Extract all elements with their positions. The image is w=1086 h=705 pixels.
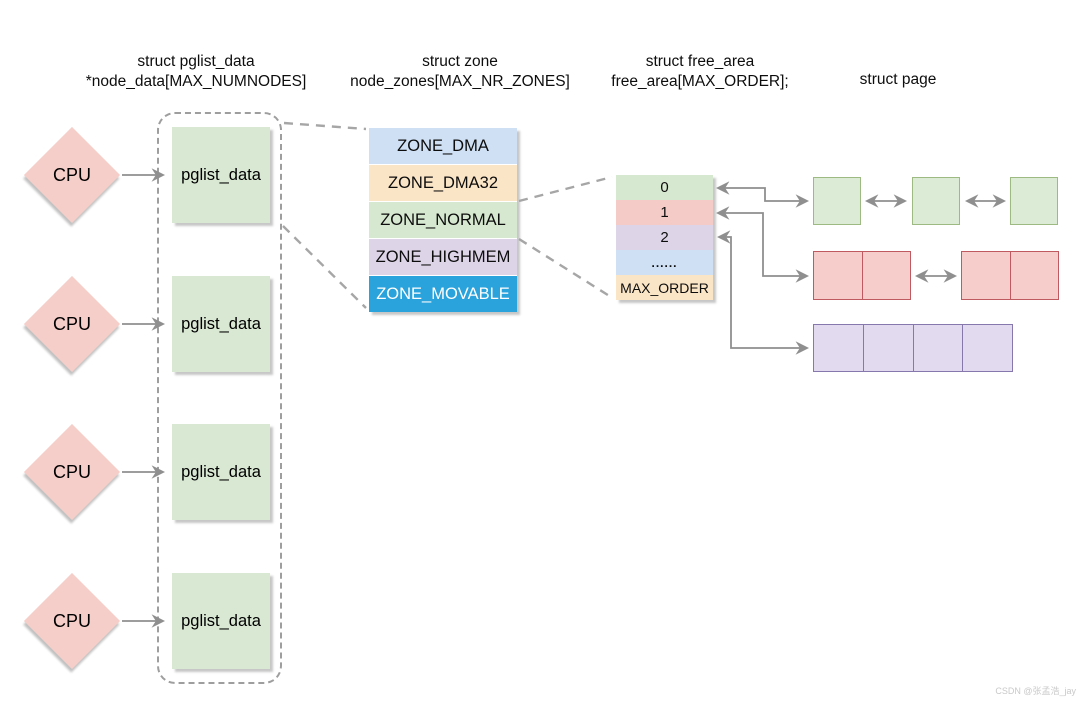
free-page-connector-order2 (716, 230, 810, 355)
zone-row-normal: ZONE_NORMAL (369, 202, 517, 239)
cpu-label: CPU (52, 461, 91, 482)
header-pglist-data: struct pglist_data *node_data[MAX_NUMNOD… (36, 52, 356, 92)
page-cell (814, 252, 862, 299)
watermark: CSDN @张孟浩_jay (995, 686, 1076, 696)
pglist-data-box-4: pglist_data (172, 573, 270, 669)
page-cell (814, 325, 863, 371)
free-page-connector-order1 (715, 206, 810, 283)
free-area-row-0: 0 (616, 175, 713, 200)
header-pglist-line2: *node_data[MAX_NUMNODES] (85, 73, 307, 90)
zone-row-highmem: ZONE_HIGHMEM (369, 239, 517, 276)
page-block-order1-2 (961, 251, 1059, 300)
page-cell (962, 325, 1012, 371)
page-block-order2-1 (813, 324, 1013, 372)
cpu-node-1: CPU (23, 126, 121, 224)
page-cell (912, 325, 963, 371)
page-block-order0-3 (1010, 177, 1058, 225)
pglist-data-box-2: pglist_data (172, 276, 270, 372)
header-zone: struct zone node_zones[MAX_NR_ZONES] (330, 52, 590, 92)
zone-row-dma32: ZONE_DMA32 (369, 165, 517, 202)
node-data-array-container (157, 112, 282, 684)
zone-free-dash-bottom (518, 237, 612, 299)
free-page-connector-order0 (715, 181, 810, 208)
zone-row-dma: ZONE_DMA (369, 128, 517, 165)
page-block-order1-1 (813, 251, 911, 300)
header-free-area-line1: struct free_area (645, 53, 755, 70)
zone-row-movable: ZONE_MOVABLE (369, 276, 517, 312)
cpu-label: CPU (52, 610, 91, 631)
pglist-data-box-1: pglist_data (172, 127, 270, 223)
cpu-node-3: CPU (23, 423, 121, 521)
cpu-node-2: CPU (23, 275, 121, 373)
header-free-area: struct free_area free_area[MAX_ORDER]; (590, 52, 810, 92)
page-cell (1009, 252, 1059, 299)
free-area-row-ellipsis: ...... (616, 250, 713, 275)
zone-free-dash-top (518, 175, 613, 203)
pglist-zone-dash-top (283, 121, 367, 131)
free-area-row-max-order: MAX_ORDER (616, 275, 713, 300)
page-cell (862, 325, 913, 371)
header-free-area-line2: free_area[MAX_ORDER]; (611, 73, 789, 90)
header-pglist-line1: struct pglist_data (137, 53, 255, 70)
free-area-row-2: 2 (616, 225, 713, 250)
cpu-label: CPU (52, 313, 91, 334)
page-block-order0-1 (813, 177, 861, 225)
page-block-order0-2 (912, 177, 960, 225)
cpu-node-4: CPU (23, 572, 121, 670)
zone-stack: ZONE_DMA ZONE_DMA32 ZONE_NORMAL ZONE_HIG… (369, 128, 517, 312)
pglist-data-box-3: pglist_data (172, 424, 270, 520)
pglist-zone-dash-bottom (282, 225, 367, 309)
header-page: struct page (828, 70, 968, 90)
page-cell (861, 252, 911, 299)
header-zone-line2: node_zones[MAX_NR_ZONES] (350, 73, 570, 90)
header-page-line1: struct page (859, 71, 937, 88)
cpu-label: CPU (52, 164, 91, 185)
header-zone-line1: struct zone (422, 53, 498, 70)
free-area-table: 0 1 2 ...... MAX_ORDER (616, 175, 713, 300)
free-area-row-1: 1 (616, 200, 713, 225)
page-cell (962, 252, 1010, 299)
